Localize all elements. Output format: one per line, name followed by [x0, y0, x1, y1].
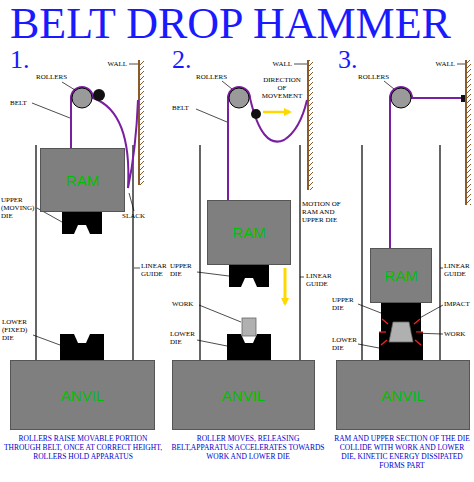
- callout-label: LOWER DIE: [332, 336, 360, 352]
- callout-label: BELT: [172, 104, 198, 112]
- step-number: 2.: [172, 46, 212, 74]
- callout-label: ROLLERS: [358, 73, 398, 81]
- callout-label: WALL: [425, 60, 455, 68]
- callout-label: WORK: [444, 330, 474, 338]
- callout-label: ROLLERS: [196, 73, 236, 81]
- callout-label: WALL: [262, 60, 292, 68]
- step-caption: RAM AND UPPER SECTION OF THE DIE COLLIDE…: [332, 434, 472, 470]
- step-number: 3.: [338, 46, 378, 74]
- callout-label: IMPACT: [444, 300, 474, 308]
- ram-block: RAM: [370, 248, 432, 303]
- callout-label: LOWER (FIXED) DIE: [2, 318, 34, 342]
- ram-block: RAM: [40, 148, 125, 212]
- block-label: RAM: [384, 267, 417, 284]
- block-label: RAM: [232, 224, 265, 241]
- anvil-block: ANVIL: [336, 360, 470, 430]
- block-label: ANVIL: [381, 387, 424, 404]
- callout-label: UPPER DIE: [170, 262, 198, 278]
- callout-label: ROLLERS: [36, 73, 76, 81]
- block-label: RAM: [66, 172, 99, 189]
- callout-label: UPPER (MOVING) DIE: [1, 196, 36, 220]
- callout-label: LINEAR GUIDE: [141, 262, 169, 278]
- step-number: 1.: [10, 46, 50, 74]
- step-caption: ROLLERS RAISE MOVABLE PORTION THROUGH BE…: [2, 434, 164, 461]
- anvil-block: ANVIL: [10, 360, 155, 430]
- callout-label: LINEAR GUIDE: [444, 262, 474, 278]
- callout-label: WALL: [95, 60, 127, 68]
- callout-label: WORK: [172, 300, 200, 308]
- ram-block: RAM: [207, 200, 291, 265]
- diagram-title: BELT DROP HAMMER: [10, 0, 451, 48]
- callout-label: LINEAR GUIDE: [306, 272, 336, 288]
- block-label: ANVIL: [222, 387, 265, 404]
- callout-label: SLACK: [122, 212, 152, 220]
- callout-label: UPPER DIE: [332, 296, 360, 312]
- step-caption: ROLLER MOVES, RELEASING BELT,APPARATUS A…: [167, 434, 329, 461]
- anvil-block: ANVIL: [172, 360, 315, 430]
- block-label: ANVIL: [61, 387, 104, 404]
- callout-label: DIRECTION OF MOVEMENT: [258, 76, 306, 100]
- callout-label: LOWER DIE: [170, 330, 198, 346]
- callout-label: MOTION OF RAM AND UPPER DIE: [302, 200, 346, 224]
- callout-label: BELT: [10, 99, 36, 107]
